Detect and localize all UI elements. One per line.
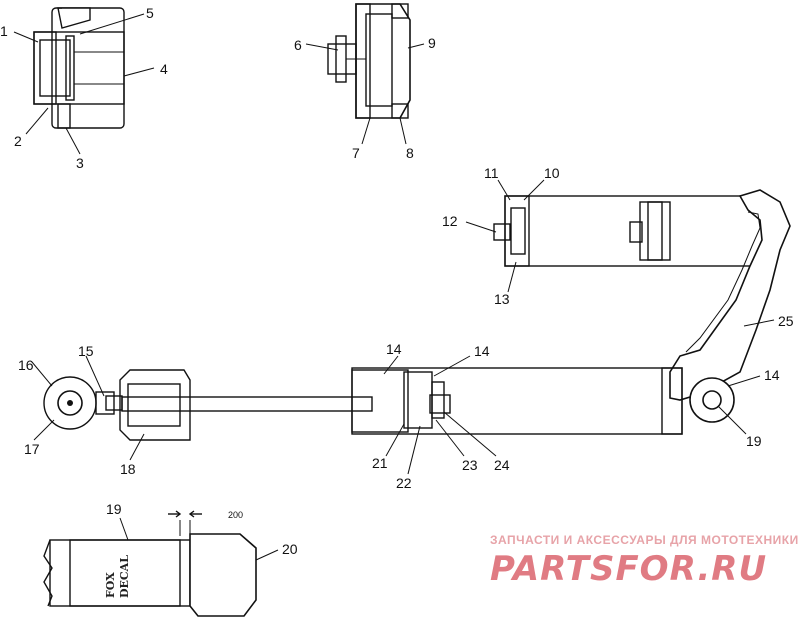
- watermark-tagline: ЗАПЧАСТИ И АКСЕССУАРЫ ДЛЯ МОТОТЕХНИКИ: [490, 533, 799, 547]
- callout-14-right: 14: [764, 367, 780, 383]
- piston-assembly: [327, 3, 411, 119]
- decal-line-1: FOX: [104, 572, 117, 598]
- callout-25: 25: [778, 313, 794, 329]
- callout-13: 13: [494, 291, 510, 307]
- callout-7: 7: [352, 145, 360, 161]
- leader-lines: [13, 13, 775, 561]
- callout-14-left: 14: [386, 341, 402, 357]
- decal-detail: [43, 510, 257, 617]
- callout-8: 8: [406, 145, 414, 161]
- callout-19-body: 19: [746, 433, 762, 449]
- callout-5: 5: [146, 5, 154, 21]
- callout-4: 4: [160, 61, 168, 77]
- callout-14-mid: 14: [474, 343, 490, 359]
- callout-1: 1: [0, 23, 8, 39]
- callout-18: 18: [120, 461, 136, 477]
- callout-15: 15: [78, 343, 94, 359]
- callout-10: 10: [544, 165, 560, 181]
- decal-line-2: DECAL: [118, 555, 131, 598]
- shaft-assembly: [43, 369, 451, 441]
- callout-21: 21: [372, 455, 388, 471]
- callout-23: 23: [462, 457, 478, 473]
- callout-20: 20: [282, 541, 298, 557]
- callout-16: 16: [18, 357, 34, 373]
- callout-22: 22: [396, 475, 412, 491]
- callout-24: 24: [494, 457, 510, 473]
- dimension-label: 200: [228, 510, 243, 520]
- reservoir-canister: [493, 195, 764, 267]
- callout-19-decal: 19: [106, 501, 122, 517]
- callout-17: 17: [24, 441, 40, 457]
- bushing-assembly: [33, 7, 125, 129]
- callout-6: 6: [294, 37, 302, 53]
- shock-body: [351, 189, 791, 435]
- decal-text: FOX DECAL: [104, 555, 131, 598]
- callout-2: 2: [14, 133, 22, 149]
- watermark-brand: PARTSFOR.RU: [490, 549, 767, 589]
- callout-11: 11: [484, 165, 499, 181]
- callout-9: 9: [428, 35, 436, 51]
- callout-12: 12: [442, 213, 458, 229]
- callout-3: 3: [76, 155, 84, 171]
